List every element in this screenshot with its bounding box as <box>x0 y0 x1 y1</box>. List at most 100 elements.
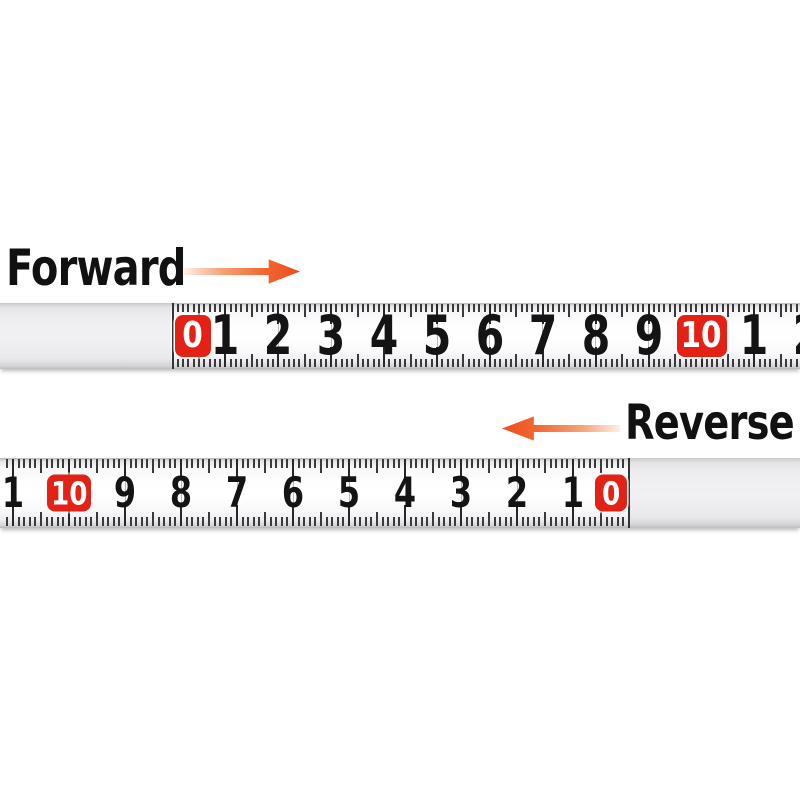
tick-mark <box>674 304 677 318</box>
tick-mark <box>377 304 380 313</box>
tick-mark <box>515 304 518 318</box>
tick-mark <box>578 358 581 367</box>
tick-mark <box>196 517 199 526</box>
tick-mark <box>737 304 740 313</box>
tick-mark <box>298 304 301 313</box>
unit-mark-line <box>180 460 182 525</box>
tick-mark <box>409 304 412 318</box>
tick-mark <box>277 347 280 367</box>
tick-mark <box>566 517 569 526</box>
tick-mark <box>303 517 306 526</box>
tick-mark <box>763 358 766 367</box>
tick-mark <box>346 304 349 313</box>
tick-mark <box>293 358 296 367</box>
tick-mark <box>404 505 406 526</box>
tick-mark <box>568 353 571 367</box>
tick-mark <box>361 304 364 313</box>
tick-mark <box>588 517 591 526</box>
tick-mark <box>510 517 513 526</box>
tick-mark <box>642 304 645 313</box>
tick-mark <box>331 517 334 526</box>
tick-mark <box>56 517 59 526</box>
zero-mark-line <box>171 303 174 369</box>
tick-mark <box>527 459 530 468</box>
tick-mark <box>578 304 581 313</box>
ruler-number: 4 <box>369 304 399 367</box>
unit-mark-line <box>542 305 544 366</box>
tick-mark <box>547 304 550 313</box>
tick-mark <box>658 304 661 313</box>
tick-mark <box>689 304 692 313</box>
tick-mark <box>504 304 507 313</box>
tick-mark <box>96 459 98 473</box>
tick-mark <box>320 459 322 473</box>
tick-mark <box>398 358 401 367</box>
tick-mark <box>292 459 294 480</box>
tick-mark <box>34 459 37 468</box>
tick-mark <box>258 517 261 526</box>
tick-mark <box>208 304 211 313</box>
reverse-label: Reverse <box>625 395 795 451</box>
tick-mark <box>176 304 179 313</box>
tick-mark <box>361 358 364 367</box>
tick-mark <box>538 459 541 468</box>
tick-mark <box>330 347 333 367</box>
tick-mark <box>642 358 645 367</box>
tick-mark <box>454 459 457 468</box>
tick-mark <box>476 517 479 526</box>
tick-mark <box>56 459 59 468</box>
tick-mark <box>146 517 149 526</box>
tick-mark <box>261 358 264 367</box>
tick-mark <box>652 304 655 313</box>
tick-mark <box>152 512 154 526</box>
tick-mark <box>45 517 48 526</box>
tick-mark <box>583 459 586 468</box>
tick-mark <box>287 304 290 313</box>
tick-mark <box>414 304 417 313</box>
tick-mark <box>732 304 735 313</box>
ruler-number: 9 <box>634 304 663 367</box>
tick-mark <box>376 459 378 473</box>
ruler-number: 3 <box>449 468 473 517</box>
tick-mark <box>112 517 115 526</box>
ruler-number-highlight: 0 <box>595 474 627 512</box>
ruler-number: 10 <box>50 474 88 512</box>
tick-mark <box>356 304 359 318</box>
tick-mark <box>367 358 370 367</box>
tick-mark <box>414 358 417 367</box>
tick-mark <box>516 459 518 480</box>
tick-mark <box>448 459 451 468</box>
tick-mark <box>393 304 396 313</box>
tick-mark <box>353 517 356 526</box>
unit-mark-line <box>572 460 574 525</box>
tick-mark <box>234 358 237 367</box>
tick-mark <box>637 304 640 313</box>
tick-mark <box>51 517 54 526</box>
tick-mark <box>560 517 563 526</box>
tick-mark <box>560 459 563 468</box>
tick-mark <box>240 304 243 313</box>
tick-mark <box>62 517 65 526</box>
tick-mark <box>562 304 565 313</box>
tick-mark <box>314 459 317 468</box>
tick-mark <box>404 459 406 480</box>
tick-mark <box>213 304 216 313</box>
tick-mark <box>748 304 751 313</box>
tick-mark <box>241 459 244 468</box>
ruler-number-highlight: 10 <box>47 474 91 512</box>
tick-mark <box>462 353 465 367</box>
tick-mark <box>668 304 671 313</box>
tick-mark <box>269 459 272 468</box>
ruler-number: 1 <box>740 304 769 367</box>
unit-mark-line <box>12 460 14 525</box>
tick-mark <box>520 358 523 367</box>
tick-mark <box>460 459 462 480</box>
tick-mark <box>737 358 740 367</box>
tick-mark <box>202 459 205 468</box>
tick-mark <box>594 304 597 324</box>
tick-mark <box>124 505 126 526</box>
tick-mark <box>45 459 48 468</box>
tick-mark <box>367 304 370 313</box>
tick-mark <box>107 459 110 468</box>
tick-mark <box>499 459 502 468</box>
